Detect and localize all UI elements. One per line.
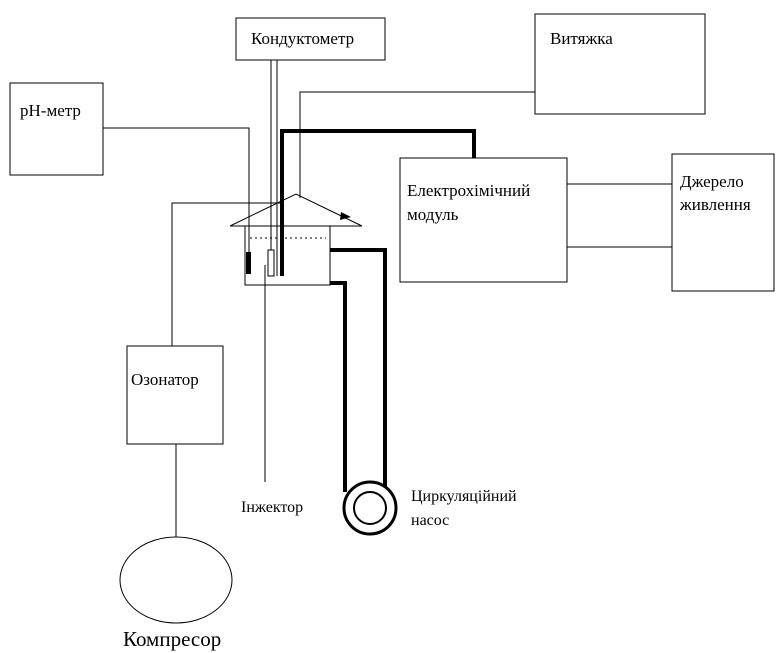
- compressor-body: [119, 536, 233, 624]
- power-supply-box: [671, 153, 775, 292]
- hood-exhaust-line: [299, 91, 535, 198]
- compressor-label: Компресор: [123, 627, 221, 651]
- circulation-pump: [342, 480, 398, 536]
- ozonator-label: Озонатор: [131, 370, 199, 389]
- ozone-line: [171, 202, 280, 346]
- electrochemical-cable: [280, 129, 476, 276]
- hood-label: Витяжка: [550, 29, 613, 48]
- electrochemical-module-label-2: модуль: [407, 205, 459, 224]
- hood-box: [534, 13, 706, 115]
- reactor-tank: [244, 225, 331, 286]
- reactor-vessel: [229, 193, 363, 286]
- circulation-inlet-line: [330, 281, 347, 492]
- pump-inner-ring: [353, 491, 387, 525]
- reactor-cover: [229, 193, 363, 227]
- ph-meter-label: pH-метр: [20, 101, 81, 120]
- ph-meter-probe-line: [103, 127, 250, 268]
- cover-arrow-icon: [340, 212, 351, 220]
- electrochemical-module-box: [399, 157, 568, 283]
- injector-label: Інжектор: [241, 499, 303, 516]
- conductometer-box: [235, 17, 386, 61]
- ozonator-box: [126, 345, 224, 445]
- electrochemical-module-label-1: Електрохімічний: [407, 181, 530, 200]
- power-supply-label-2: живлення: [679, 195, 751, 214]
- power-supply-label-1: Джерело: [680, 172, 744, 191]
- ph-electrode: [246, 252, 251, 274]
- pump-label-2: насос: [411, 512, 449, 529]
- conductometer-label: Кондуктометр: [251, 29, 354, 48]
- pump-label-1: Циркуляційний: [411, 488, 517, 505]
- circulation-outlet-line: [330, 248, 387, 492]
- ph-meter-box: [9, 82, 104, 176]
- conductometer-electrode: [267, 249, 275, 277]
